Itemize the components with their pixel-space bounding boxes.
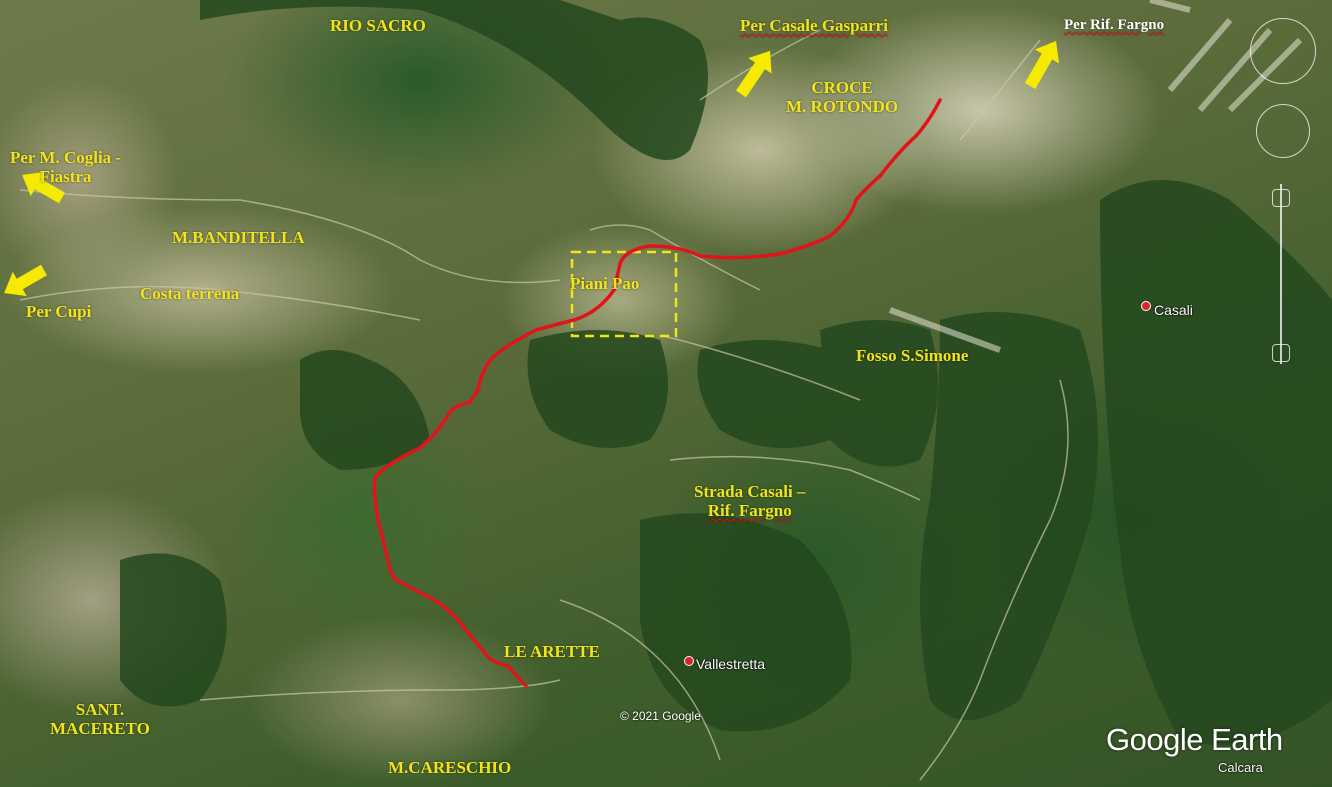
- label-fosso-simone: Fosso S.Simone: [856, 346, 968, 365]
- arrow-icon: [736, 50, 772, 98]
- label-coglia-line1: Per M. Coglia -: [10, 148, 122, 167]
- label-rif-fargno-text: Per Rif. Fargno: [1064, 17, 1165, 33]
- label-casale-gasparri: Per Casale Gasparri: [740, 16, 888, 35]
- look-control-icon[interactable]: [1256, 104, 1310, 158]
- label-sant-macereto: SANT. MACERETO: [50, 700, 150, 738]
- label-careschio: M.CARESCHIO: [388, 758, 512, 777]
- arrow-icon: [22, 171, 65, 204]
- label-sant-line2: MACERETO: [50, 719, 150, 738]
- place-vallestretta[interactable]: Vallestretta: [696, 656, 765, 672]
- label-le-arette: LE ARETTE: [504, 642, 600, 661]
- label-sant-line1: SANT.: [75, 700, 125, 719]
- arrow-icon: [1024, 40, 1060, 89]
- forest-patches: [120, 0, 1332, 745]
- label-croce-rotondo: CROCE M. ROTONDO: [786, 78, 898, 116]
- copyright-text: © 2021 Google: [620, 709, 701, 723]
- google-earth-logo: Google Earth: [1106, 722, 1283, 757]
- label-strada-line2: Rif. Fargno: [707, 501, 792, 520]
- arrow-icon: [4, 264, 47, 297]
- location-pin-icon[interactable]: [1141, 301, 1151, 311]
- label-strada-line1: Strada Casali –: [694, 482, 806, 501]
- place-casali[interactable]: Casali: [1154, 302, 1193, 318]
- label-coglia-line2: Fiastra: [39, 167, 92, 186]
- label-croce-line1: CROCE: [811, 78, 873, 97]
- label-piani-pao: Piani Pao: [570, 274, 640, 293]
- label-rif-fargno: Per Rif. Fargno: [1064, 16, 1164, 35]
- zoom-slider-icon[interactable]: [1280, 184, 1282, 364]
- label-rio-sacro: RIO SACRO: [330, 16, 426, 35]
- zoom-in-icon[interactable]: [1272, 189, 1290, 207]
- location-pin-icon[interactable]: [684, 656, 694, 666]
- label-strada-casali: Strada Casali – Rif. Fargno: [694, 482, 805, 520]
- label-banditella: M.BANDITELLA: [172, 228, 305, 247]
- zoom-out-icon[interactable]: [1272, 344, 1290, 362]
- label-fosso-text: Fosso S.Simone: [856, 346, 969, 365]
- navigation-controls: [1244, 14, 1322, 384]
- label-costa-terrena: Costa terrena: [140, 284, 240, 303]
- label-coglia-fiastra: Per M. Coglia - Fiastra: [10, 148, 121, 186]
- place-calcara[interactable]: Calcara: [1218, 760, 1263, 775]
- hiking-route[interactable]: [372, 98, 942, 688]
- piani-pao-highlight-box: [570, 250, 678, 338]
- label-casale-gasparri-text: Per Casale Gasparri: [740, 16, 888, 35]
- label-cupi: Per Cupi: [26, 302, 92, 321]
- label-croce-line2: M. ROTONDO: [786, 97, 899, 116]
- compass-icon[interactable]: [1250, 18, 1316, 84]
